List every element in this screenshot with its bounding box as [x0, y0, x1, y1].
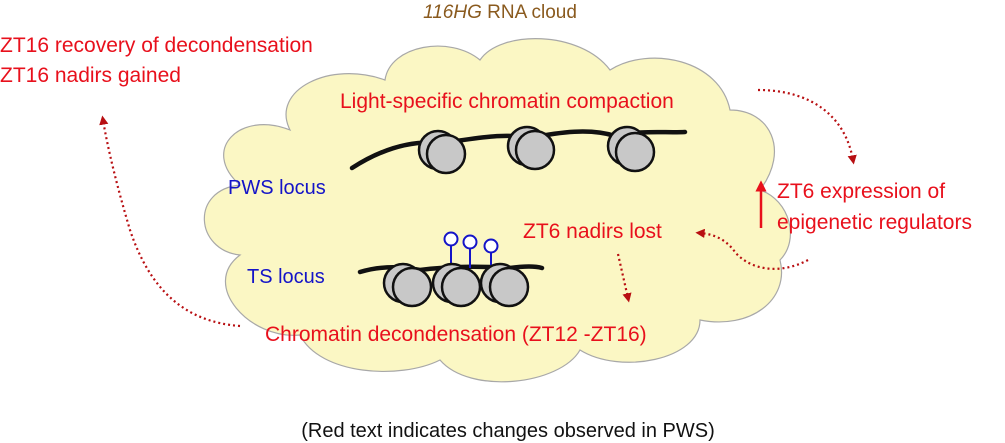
- footnote: (Red text indicates changes observed in …: [301, 420, 715, 442]
- nucleosome-icon: [417, 129, 467, 175]
- cloud-title-gene: 116HG: [423, 2, 482, 23]
- compaction-to-expression-arrow: [757, 88, 857, 165]
- nucleosome-icon: [606, 125, 656, 173]
- ts-chromatin: [357, 231, 545, 308]
- nucleosome-icon: [479, 262, 530, 308]
- compaction-label: Light-specific chromatin compaction: [340, 90, 674, 113]
- expression-label-line2: epigenetic regulators: [777, 211, 972, 234]
- nadirs-gained-label: ZT16 nadirs gained: [0, 64, 181, 87]
- pws-chromatin: [349, 125, 688, 175]
- nucleosome-icon: [382, 262, 433, 308]
- methyl-lollipop-icon: [443, 231, 459, 268]
- nucleosome-icon: [431, 262, 482, 308]
- nucleosome-icon: [506, 125, 556, 171]
- methyl-lollipop-icon: [462, 234, 478, 268]
- methyl-lollipop-icon: [483, 238, 499, 268]
- pws-locus-label: PWS locus: [228, 177, 326, 199]
- ts-locus-label: TS locus: [247, 266, 325, 288]
- decondensation-label: Chromatin decondensation (ZT12 -ZT16): [265, 323, 647, 346]
- expression-label-line1: ZT6 expression of: [777, 180, 945, 203]
- cloud-title-rest: RNA cloud: [482, 2, 577, 23]
- recovery-label: ZT16 recovery of decondensation: [0, 34, 313, 57]
- nadirs-lost-label: ZT6 nadirs lost: [523, 220, 662, 243]
- rna-cloud-shape: [203, 38, 791, 383]
- cloud-title: 116HG RNA cloud: [423, 2, 577, 23]
- decondensation-to-recovery-arrow: [99, 115, 241, 328]
